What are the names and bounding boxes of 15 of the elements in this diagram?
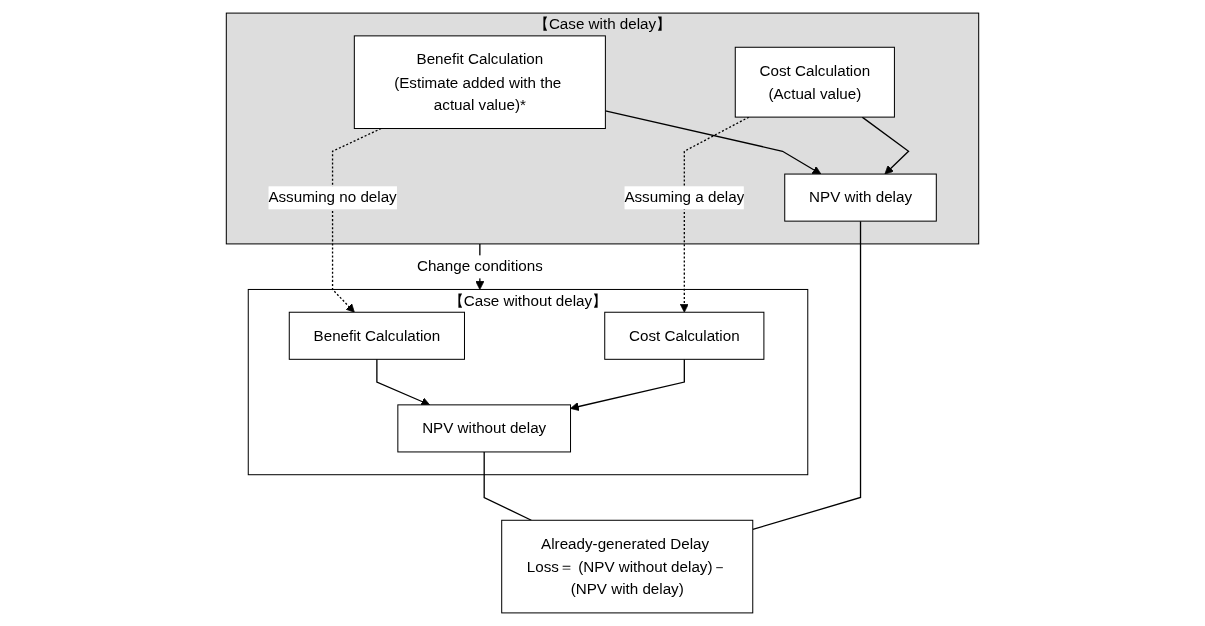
arrow (376, 358, 431, 406)
connector (752, 220, 862, 531)
edge-label: Assuming a delay (624, 188, 745, 206)
node-box: Already-generated Delay Loss＝ (NPV without delay)－(NPV with delay) (501, 519, 754, 614)
edge-label: Change conditions (416, 257, 543, 275)
node-box: Benefit Calculation (Estimate added with the actual value)* (353, 35, 606, 129)
node-box: Cost Calculation (604, 311, 765, 360)
arrow (861, 116, 910, 175)
connector (483, 451, 532, 521)
edge-label: Assuming no delay (268, 188, 397, 206)
node-box: NPV with delay (784, 173, 937, 222)
arrow (570, 358, 685, 411)
node-box: NPV without delay (397, 404, 572, 453)
node-box: Cost Calculation (Actual value) (734, 46, 895, 118)
node-box: Benefit Calculation (288, 311, 465, 360)
